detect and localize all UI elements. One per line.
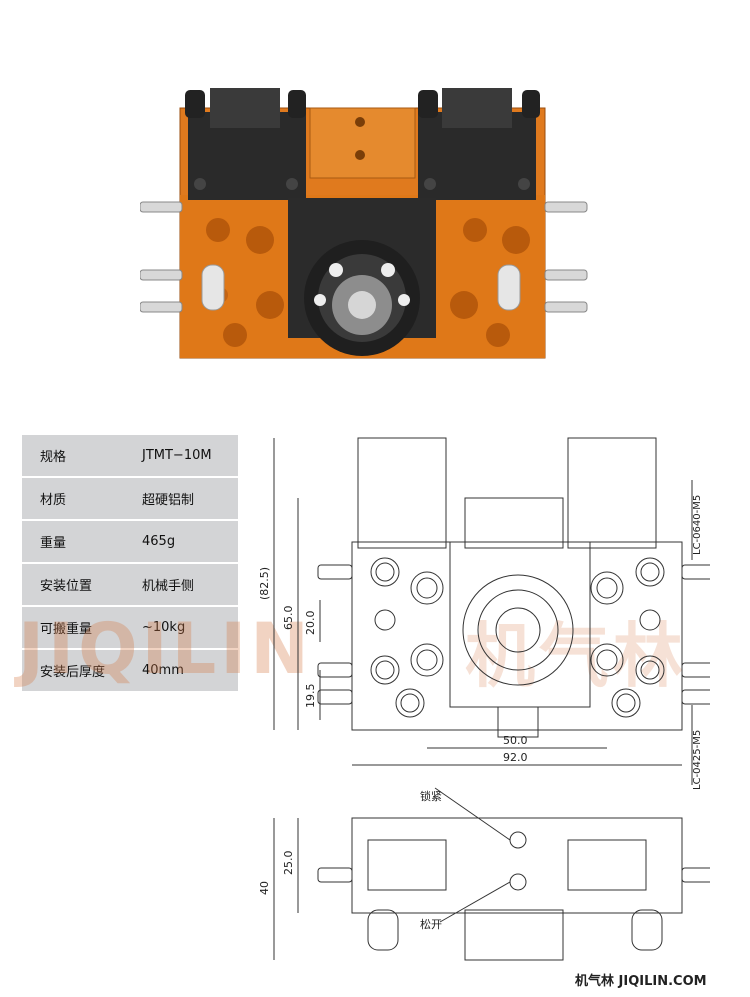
technical-drawing: (82.5) 65.0 20.0 19.5 50.0 92.0 LC-0640-… [260,437,710,961]
dim-25: 25.0 [282,851,295,876]
spec-label: 安装位置 [22,563,124,607]
label-lc-0425-m5: LC-0425-M5 [692,730,703,790]
spec-row: 材质超硬铝制 [22,477,238,521]
label-lc-0640-m5: LC-0640-M5 [692,495,703,555]
spec-row: 可搬重量~10kg [22,606,238,650]
product-render [140,88,588,359]
spec-row: 安装位置机械手侧 [22,563,238,607]
spec-label: 安装后厚度 [22,649,124,693]
spec-value: ~10kg [124,606,238,650]
watermark-latin: JIQILIN [18,608,313,690]
spec-value: 465g [124,520,238,564]
dim-19-5: 19.5 [304,684,317,709]
spec-label: 可搬重量 [22,606,124,650]
spec-value: 机械手侧 [124,563,238,607]
spec-value: 超硬铝制 [124,477,238,521]
spec-value: 40mm [124,649,238,693]
footer-domain: JIQILIN.COM [618,974,707,989]
spec-value: JTMT−10M [124,435,238,478]
spec-label: 规格 [22,435,124,478]
footer-brand: 机气林 JIQILIN.COM [575,970,707,989]
spec-label: 材质 [22,477,124,521]
dim-65: 65.0 [282,606,295,631]
footer-brand-cn: 机气林 [575,974,615,989]
dim-40: 40 [260,881,271,895]
label-lock: 锁紧 [420,789,442,803]
dim-92: 92.0 [503,751,528,764]
dim-82-5: (82.5) [260,567,271,600]
spec-label: 重量 [22,520,124,564]
dim-20: 20.0 [304,611,317,636]
dim-50: 50.0 [503,734,528,747]
label-release: 松开 [420,917,442,931]
